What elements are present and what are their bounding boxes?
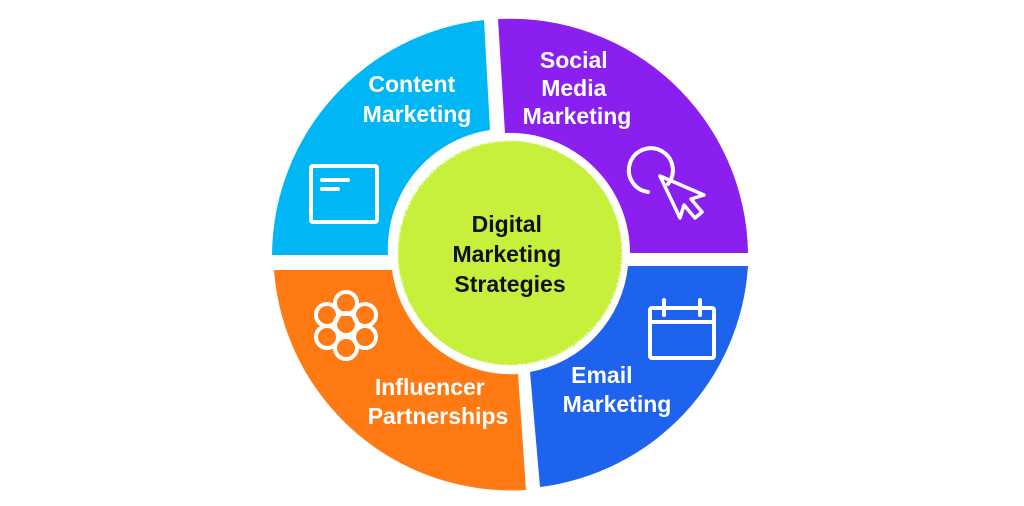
label-influencer-partnerships: Influencer Partnerships xyxy=(368,374,509,429)
label-line: Influencer xyxy=(375,374,485,400)
label-line: Marketing xyxy=(363,101,472,127)
center-line: Strategies xyxy=(454,271,565,297)
click-cursor-icon xyxy=(626,146,706,220)
label-line: Media xyxy=(541,75,606,101)
label-line: Content xyxy=(368,71,455,97)
browser-window-icon xyxy=(309,164,379,224)
segment-social-media-marketing xyxy=(498,18,748,254)
center-title: Digital Marketing Strategies xyxy=(452,211,567,297)
label-line: Social xyxy=(540,47,608,73)
center-line: Marketing xyxy=(452,241,561,267)
center-hub xyxy=(398,141,622,365)
label-line: Email xyxy=(571,362,632,388)
label-content-marketing: Content Marketing xyxy=(363,71,472,127)
segment-content-marketing xyxy=(272,20,490,255)
label-email-marketing: Email Marketing xyxy=(563,362,672,417)
network-circles-icon xyxy=(314,290,378,361)
label-line: Marketing xyxy=(523,103,632,129)
label-social-media-marketing: Social Media Marketing xyxy=(523,47,632,129)
calendar-icon xyxy=(648,298,716,360)
label-line: Partnerships xyxy=(368,403,509,429)
center-line: Digital xyxy=(472,211,542,237)
label-line: Marketing xyxy=(563,391,672,417)
